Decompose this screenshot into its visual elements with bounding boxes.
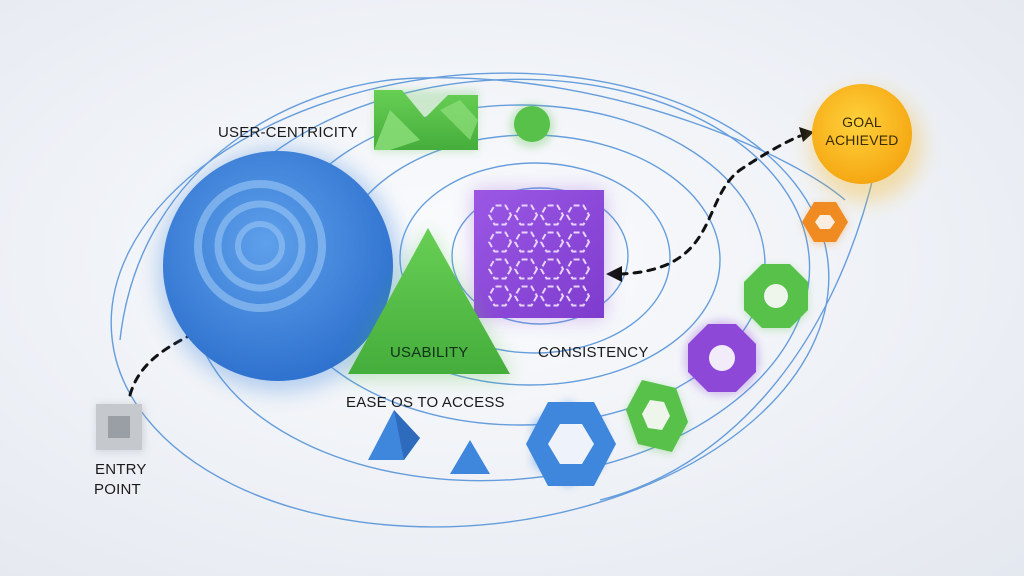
usability-label: USABILITY	[390, 344, 469, 361]
hex-cell	[539, 231, 565, 253]
arrow-head-goal	[799, 127, 814, 142]
goal-node	[810, 84, 922, 202]
hex-cell	[513, 285, 539, 307]
entry-point-label-line1: ENTRY	[95, 461, 147, 478]
consistency-node	[474, 190, 604, 318]
triangle-icon	[348, 228, 510, 374]
blue-prism-icon	[368, 410, 420, 460]
user-centricity-node	[158, 148, 402, 392]
hex-cell	[539, 285, 565, 307]
hex-cell	[513, 204, 539, 226]
hexagon-grid-icon	[474, 190, 604, 318]
hex-cell	[565, 204, 591, 226]
hex-cell	[487, 258, 513, 280]
hex-cell	[539, 258, 565, 280]
goal-label-line2: ACHIEVED	[825, 132, 898, 148]
zigzag-icon	[374, 90, 478, 152]
goal-dashed-path	[618, 134, 802, 276]
orange-hexagon-icon	[802, 202, 848, 244]
arrow-head-consistency	[606, 266, 622, 282]
purple-octagon-icon	[684, 320, 760, 396]
goal-label-line1: GOAL	[842, 114, 882, 130]
entry-point-node	[96, 404, 144, 452]
hex-cell	[539, 204, 565, 226]
consistency-label: CONSISTENCY	[538, 344, 649, 361]
hex-cell	[487, 204, 513, 226]
hex-chain	[526, 202, 848, 488]
blue-small-triangle-icon	[450, 440, 490, 474]
entry-point-label-line2: POINT	[94, 481, 141, 498]
green-dot-icon	[510, 104, 554, 148]
green-octagon-icon	[744, 264, 808, 330]
hex-cell	[487, 231, 513, 253]
hex-cell	[513, 258, 539, 280]
usability-node	[346, 228, 512, 378]
hex-cell	[565, 258, 591, 280]
concentric-circles-icon	[163, 151, 393, 381]
hexagon-grid	[487, 204, 591, 307]
hex-cell	[513, 231, 539, 253]
hex-cell	[487, 285, 513, 307]
ease-of-access-label: EASE OS TO ACCESS	[346, 394, 505, 411]
hex-cell	[565, 285, 591, 307]
green-hexagon-icon	[626, 380, 688, 454]
user-centricity-label: USER-CENTRICITY	[218, 124, 358, 141]
blue-hexagon-icon	[526, 400, 616, 488]
sun-circle-icon	[812, 84, 912, 184]
hex-cell	[565, 231, 591, 253]
